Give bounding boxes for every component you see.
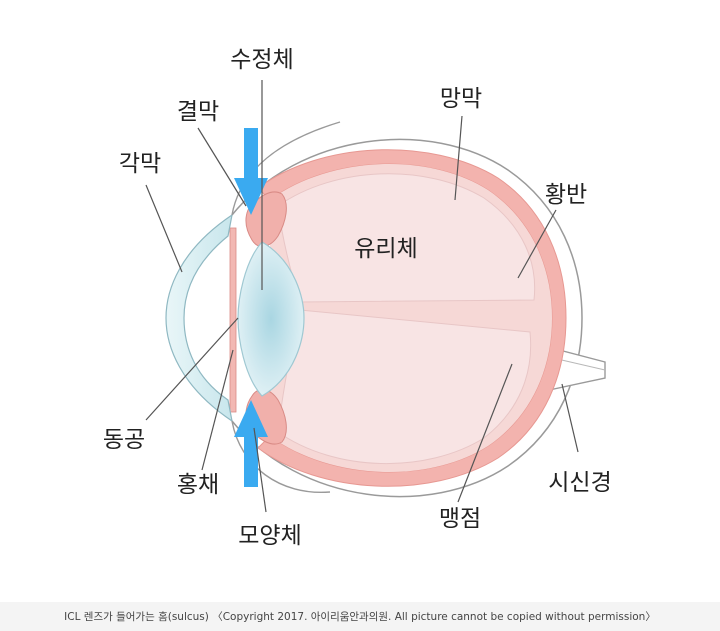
lens-shape: [237, 241, 305, 397]
label-vitreous: 유리체: [354, 236, 417, 262]
iris-shape: [229, 227, 237, 413]
leader-retina: [454, 115, 463, 201]
leader-cornea: [145, 184, 183, 273]
leader-blind-spot: [457, 363, 513, 503]
caption-bar: ICL 렌즈가 들어가는 홈(sulcus) 〈Copyright 2017. …: [0, 602, 720, 631]
label-ciliary-body: 모양체: [238, 523, 301, 549]
figure-caption: ICL 렌즈가 들어가는 홈(sulcus) 〈Copyright 2017. …: [64, 611, 656, 623]
label-macula: 황반: [545, 182, 587, 208]
eye-anatomy-diagram: 수정체 결막 각막 망막 황반 유리체 동공 홍채 모양체 맹점 시신경: [103, 47, 612, 549]
leader-conjunctiva: [197, 127, 247, 207]
label-iris: 홍채: [177, 472, 219, 498]
vitreous-upper: [277, 173, 536, 303]
label-lens: 수정체: [230, 47, 293, 73]
leader-optic-nerve: [561, 383, 579, 453]
conjunctiva-outline-upper: [231, 121, 341, 216]
label-blind-spot: 맹점: [439, 506, 481, 532]
label-conjunctiva: 결막: [177, 99, 219, 125]
leader-iris: [201, 349, 234, 471]
arrow-up-icon: [234, 400, 268, 487]
leader-pupil: [145, 317, 239, 421]
leader-ciliary-body: [253, 427, 267, 513]
leader-macula: [517, 209, 557, 279]
label-optic-nerve: 시신경: [548, 470, 611, 496]
cornea-shape: [165, 213, 233, 423]
vitreous-lower: [277, 309, 532, 464]
label-pupil: 동공: [103, 427, 145, 453]
arrow-down-icon: [234, 128, 268, 215]
label-retina: 망막: [440, 86, 482, 112]
label-cornea: 각막: [119, 151, 161, 177]
ciliary-body-upper: [245, 191, 287, 247]
